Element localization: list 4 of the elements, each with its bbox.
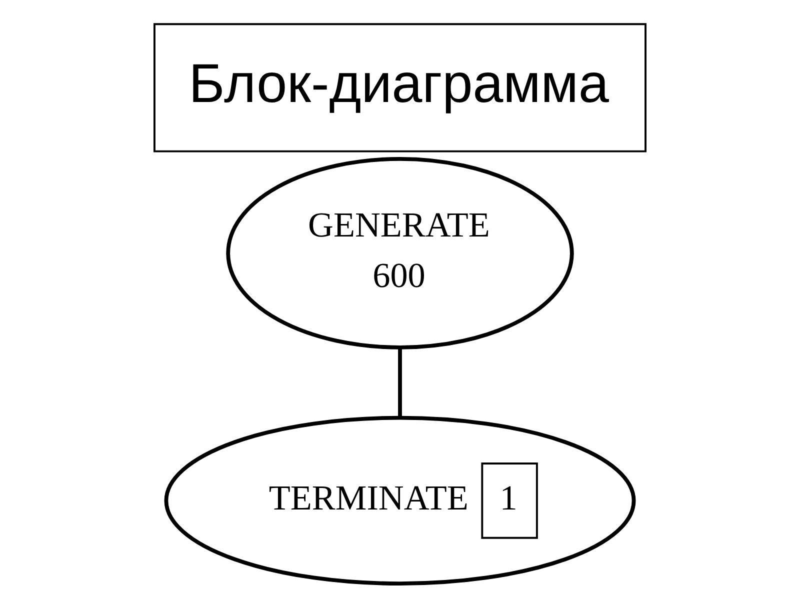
diagram-title: Блок-диаграмма [188,52,609,114]
node-ellipse: TERMINATE 1 [164,416,636,586]
node-ellipse: GENERATE 600 [226,156,574,350]
connector [398,348,402,418]
